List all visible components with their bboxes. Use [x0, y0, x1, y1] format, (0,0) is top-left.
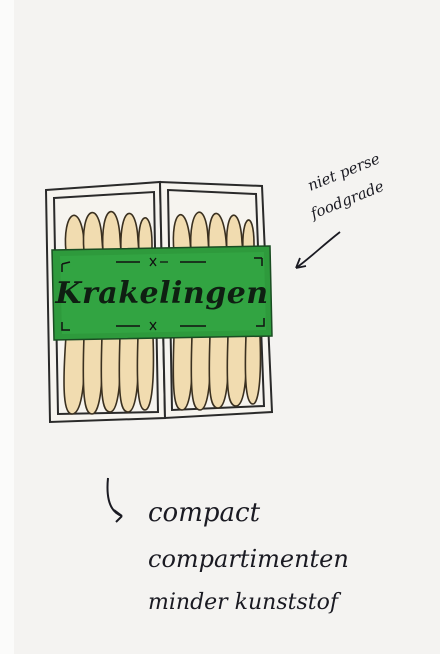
label-text: Krakelingen	[62, 270, 262, 316]
note-compartments: compartimenten	[148, 545, 349, 573]
note-less-plastic: minder kunststof	[148, 590, 338, 615]
bullet-arrow-icon	[108, 478, 122, 522]
pointer-arrow	[296, 232, 340, 268]
note-compact: compact	[148, 498, 260, 528]
